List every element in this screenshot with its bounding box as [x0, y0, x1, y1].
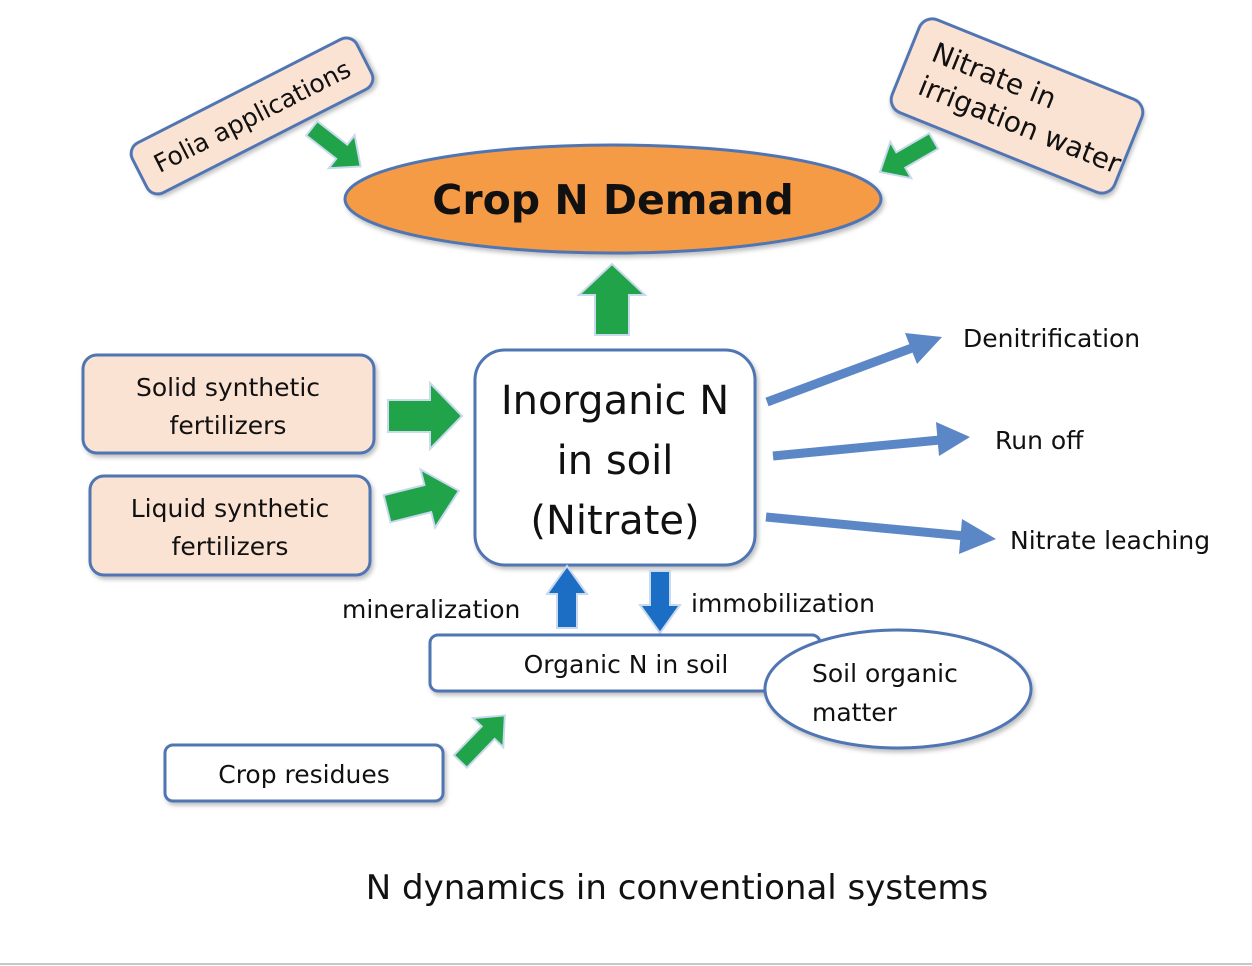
organic-n-label: Organic N in soil [524, 650, 729, 679]
crop-n-demand-label: Crop N Demand [432, 176, 793, 224]
liquid-fertilizers-line-1: Liquid synthetic [131, 494, 330, 523]
arrow-liquid-to-inorganic [382, 467, 461, 531]
arrow-irrigation-to-demand [878, 131, 940, 180]
arrow-inorganic-to-demand [576, 262, 648, 336]
arrow-mineralization [545, 564, 589, 629]
bottom-divider [0, 963, 1252, 965]
diagram-caption: N dynamics in conventional systems [366, 868, 988, 908]
soil-organic-matter-node: Soil organic matter [763, 628, 1033, 750]
solid-fertilizers-line-2: fertilizers [170, 411, 287, 440]
arrow-folia-to-demand [304, 119, 362, 170]
solid-fertilizers-node: Solid synthetic fertilizers [81, 353, 376, 455]
arrow-residues-to-organic [452, 714, 506, 770]
inorganic-n-line-2: in soil [557, 438, 674, 484]
arrow-immobilization [638, 570, 682, 635]
inorganic-n-line-3: (Nitrate) [530, 498, 699, 544]
crop-residues-label: Crop residues [218, 760, 390, 789]
arrow-run-off [772, 422, 970, 461]
crop-n-demand-node: Crop N Demand [343, 143, 883, 255]
arrow-nitrate-leaching [765, 512, 996, 554]
solid-fertilizers-line-1: Solid synthetic [136, 373, 320, 402]
arrow-solid-to-inorganic [387, 380, 464, 452]
organic-n-node: Organic N in soil [428, 633, 822, 693]
nitrate-irrigation-node: Nitrate in irrigation water [889, 17, 1145, 195]
inorganic-n-node: Inorganic N in soil (Nitrate) [473, 348, 757, 567]
nitrate-leaching-label: Nitrate leaching [1010, 526, 1210, 555]
soil-organic-matter-line-1: Soil organic [812, 659, 958, 688]
folia-applications-node: Folia applications [129, 36, 375, 196]
crop-residues-node: Crop residues [163, 743, 445, 803]
mineralization-label: mineralization [342, 595, 520, 624]
liquid-fertilizers-node: Liquid synthetic fertilizers [88, 474, 372, 577]
liquid-fertilizers-line-2: fertilizers [172, 532, 289, 561]
soil-organic-matter-line-2: matter [812, 698, 898, 727]
denitrification-label: Denitrification [963, 324, 1140, 353]
inorganic-n-line-1: Inorganic N [501, 378, 729, 424]
folia-applications-label: Folia applications [149, 54, 355, 178]
run-off-label: Run off [995, 426, 1084, 455]
immobilization-label: immobilization [691, 589, 875, 618]
arrow-denitrification [765, 333, 942, 407]
